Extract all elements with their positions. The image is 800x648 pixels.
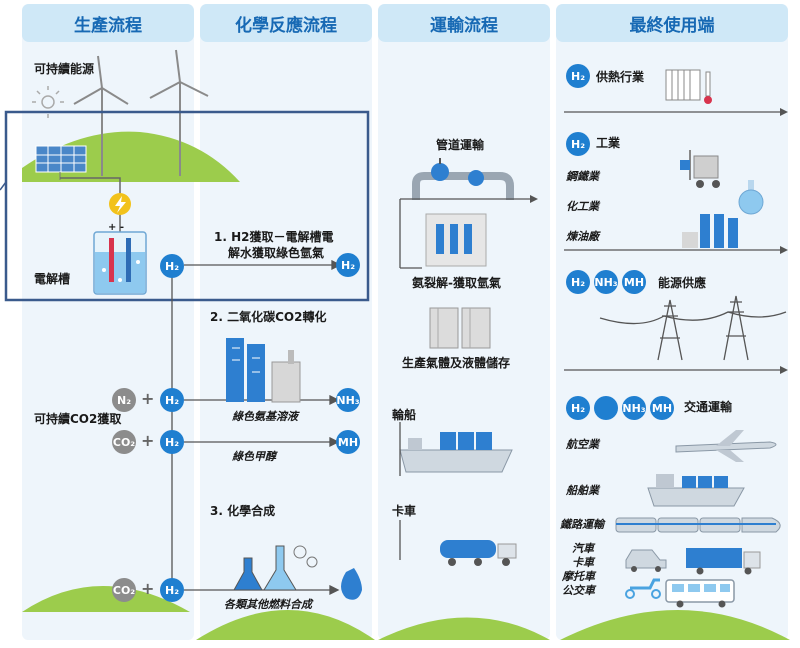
label-electrode-polarity: + - [108, 222, 125, 233]
cracking-unit-icon [425, 213, 487, 267]
label-step3: 3. 化學合成 [210, 504, 276, 518]
chip-h2: H₂ [160, 578, 184, 602]
chip-h2: H₂ [566, 132, 590, 156]
chip-h2: H₂ [160, 254, 184, 278]
chip-h2: H₂ [160, 430, 184, 454]
header-enduse: 最終使用端 [556, 4, 788, 42]
radiator-icon [665, 69, 701, 101]
container-ship-icon [647, 474, 745, 507]
label-heating: 供熱行業 [596, 70, 645, 84]
power-pylon-icon [599, 295, 787, 361]
header-production: 生產流程 [22, 4, 194, 42]
label-pipeline: 管道運輸 [436, 138, 485, 152]
sun-icon [32, 86, 64, 118]
hill-bottom-left [22, 586, 190, 612]
header-chemistry: 化學反應流程 [200, 4, 372, 42]
label-co2-capture: 可持續CO2獲取 [34, 412, 122, 426]
wind-turbine-icon [73, 55, 129, 176]
plus-sign: + [141, 389, 155, 408]
chip-mh: MH [336, 430, 360, 454]
label-other-fuels: 各類其他燃料合成 [224, 598, 312, 611]
hill-bottom-transport [378, 617, 550, 640]
header-transport: 運輸流程 [378, 4, 550, 42]
highlight-pointer [0, 181, 7, 191]
label-aviation: 航空業 [566, 438, 599, 451]
chip-h2: H₂ [566, 270, 590, 294]
label-truck-transport: 卡車 [392, 504, 417, 518]
refinery-towers-icon [682, 214, 738, 248]
lab-flask-icon [233, 545, 318, 591]
fuel-drop-icon [341, 568, 362, 600]
train-icon [615, 517, 781, 533]
label-renewable: 可持續能源 [34, 62, 95, 76]
label-energy: 能源供應 [658, 276, 707, 290]
chip-co2: CO₂ [112, 578, 136, 602]
panel-chemistry [200, 4, 372, 640]
plus-sign: + [141, 431, 155, 450]
label-mobility: 交通運輸 [684, 400, 733, 414]
thermometer-icon [704, 71, 712, 104]
fuel-drop-icon [594, 396, 618, 420]
plus-sign: + [141, 579, 155, 598]
label-step1-line2: 解水獲取綠色氫氣 [228, 246, 325, 260]
chip-mh: MH [650, 396, 674, 420]
label-chemical: 化工業 [566, 200, 599, 213]
chip-nh3: NH₃ [622, 396, 646, 420]
storage-tank-icon [429, 307, 491, 349]
truck-icon [686, 548, 761, 575]
label-steel: 鋼鐵業 [566, 170, 599, 183]
label-electrolyzer: 電解槽 [34, 272, 71, 286]
panel-enduse [556, 4, 788, 640]
label-rail: 鐵路運輸 [560, 518, 604, 531]
label-industry: 工業 [596, 136, 621, 150]
chemical-flask-icon [738, 180, 764, 215]
bus-icon [665, 579, 735, 608]
solar-panel-icon [35, 145, 87, 180]
label-moto: 摩托車 [562, 570, 595, 583]
chip-co2: CO₂ [112, 430, 136, 454]
pipeline-icon [400, 158, 538, 203]
airplane-icon [675, 430, 777, 462]
scooter-icon [625, 578, 661, 599]
label-methanol: 綠色甲醇 [232, 450, 276, 463]
label-bus: 公交車 [562, 584, 595, 597]
chip-mh: MH [622, 270, 646, 294]
chip-h2: H₂ [160, 388, 184, 412]
label-storage: 生產氣體及液體儲存 [402, 356, 511, 370]
label-car: 汽車 [572, 542, 594, 555]
chip-h2: H₂ [566, 64, 590, 88]
label-step2: 2. 二氧化碳CO2轉化 [210, 310, 327, 324]
label-ship: 輪船 [392, 408, 417, 422]
label-truck: 卡車 [572, 556, 594, 569]
hill-bottom-center [196, 610, 375, 640]
ship-icon [399, 432, 513, 473]
wind-turbine-icon [149, 49, 209, 176]
tanker-truck-icon [440, 540, 517, 566]
label-ammonia-crack: 氨裂解-獲取氫氣 [412, 276, 501, 290]
label-refinery: 煉油廠 [566, 230, 599, 243]
ammonia-plant-icon [226, 338, 301, 403]
chip-h2: H₂ [336, 253, 360, 277]
chip-n2: N₂ [112, 388, 136, 412]
chip-h2: H₂ [566, 396, 590, 420]
chip-nh3: NH₃ [594, 270, 618, 294]
lightning-icon [109, 193, 131, 215]
car-icon [625, 549, 667, 572]
label-ammonia-solution: 綠色氨基溶液 [232, 410, 298, 423]
label-step1-line1: 1. H2獲取－電解槽電 [214, 230, 334, 244]
label-shipping: 船舶業 [566, 484, 599, 497]
highlight-box [4, 110, 370, 302]
forklift-icon [680, 150, 720, 188]
panel-production [22, 4, 194, 640]
electrolyzer-tank-icon [93, 231, 147, 295]
chip-nh3: NH₃ [336, 388, 360, 412]
hill-bottom-enduse [560, 610, 790, 640]
